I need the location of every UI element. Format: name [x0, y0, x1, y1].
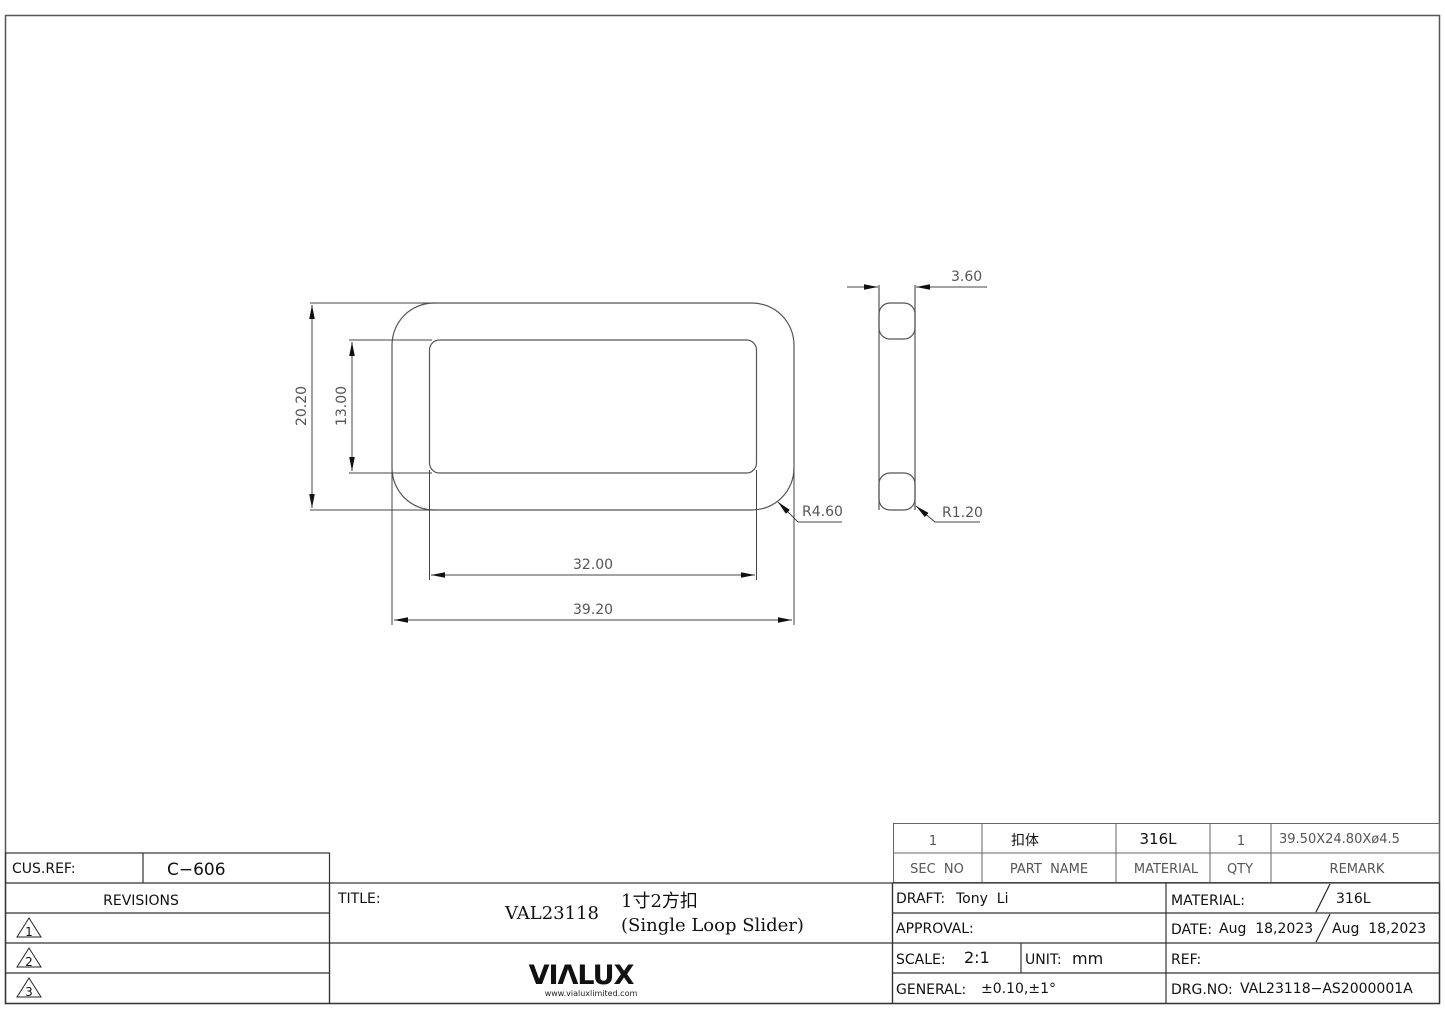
dim-outer-width: 39.20 [573, 602, 613, 618]
date-value-2: Aug 18,2023 [1332, 921, 1426, 937]
revisions-label: REVISIONS [103, 893, 179, 909]
parts-part-name: 扣体 [1011, 833, 1039, 849]
cus-ref-value: C−606 [167, 860, 226, 880]
date-label: DATE: [1171, 922, 1212, 938]
svg-text:2: 2 [25, 955, 33, 969]
outer-loop-outline [391, 302, 795, 511]
dim-thickness: 3.60 [951, 269, 982, 285]
side-view-top-section [878, 302, 916, 340]
revision-3-icon: 3 [16, 977, 42, 999]
svg-text:1: 1 [25, 925, 33, 939]
dim-outer-radius: R4.60 [802, 504, 843, 520]
parts-sec-no: 1 [929, 834, 937, 849]
logo-text: VIΛLUX [529, 960, 635, 991]
dim-inner-width: 32.00 [573, 557, 613, 573]
scale-label: SCALE: [896, 952, 946, 968]
general-value: ±0.10,±1° [981, 981, 1056, 997]
material-value: 316L [1336, 891, 1371, 907]
header-remark: REMARK [1330, 862, 1385, 877]
dim-inner-height: 13.00 [334, 386, 350, 426]
front-view-dimensions [309, 302, 842, 625]
header-material: MATERIAL [1134, 862, 1199, 877]
drg-no-value: VAL23118−AS2000001A [1240, 981, 1413, 997]
cus-ref-label: CUS.REF: [12, 861, 76, 877]
title-part-code: VAL23118 [504, 903, 599, 924]
drg-no-label: DRG.NO: [1171, 982, 1233, 998]
draft-label: DRAFT: [896, 891, 945, 907]
inner-opening-outline [428, 339, 758, 474]
parts-qty: 1 [1237, 834, 1245, 849]
approval-label: APPROVAL: [896, 921, 974, 937]
title-label: TITLE: [337, 891, 381, 907]
header-qty: QTY [1227, 862, 1253, 877]
unit-value: mm [1072, 949, 1103, 968]
parts-material: 316L [1140, 830, 1178, 848]
logo-url: www.vialuxlimited.com [545, 989, 638, 998]
title-english: (Single Loop Slider) [621, 915, 804, 936]
svg-text:3: 3 [25, 985, 33, 999]
header-part-name: PART NAME [1010, 862, 1088, 877]
front-view [391, 302, 795, 511]
side-view-dimensions [847, 284, 987, 523]
side-view-bottom-section [878, 472, 916, 511]
draft-value: Tony Li [955, 891, 1009, 907]
material-label: MATERIAL: [1171, 893, 1245, 909]
dim-outer-height: 20.20 [294, 386, 310, 426]
ref-label: REF: [1171, 952, 1201, 968]
unit-label: UNIT: [1025, 952, 1062, 968]
info-block-grid [891, 882, 1441, 1005]
header-sec-no: SEC NO [910, 862, 964, 877]
date-value-1: Aug 18,2023 [1219, 921, 1313, 937]
general-label: GENERAL: [896, 982, 966, 998]
revision-2-icon: 2 [16, 947, 42, 969]
revision-1-icon: 1 [16, 917, 42, 939]
parts-remark: 39.50X24.80Xø4.5 [1279, 832, 1400, 847]
vialux-logo: VIΛLUX www.vialuxlimited.com [529, 960, 638, 998]
dim-edge-radius: R1.20 [942, 505, 983, 521]
side-view [878, 285, 916, 511]
scale-value: 2:1 [964, 948, 990, 967]
title-chinese: 1寸2方扣 [621, 891, 698, 912]
